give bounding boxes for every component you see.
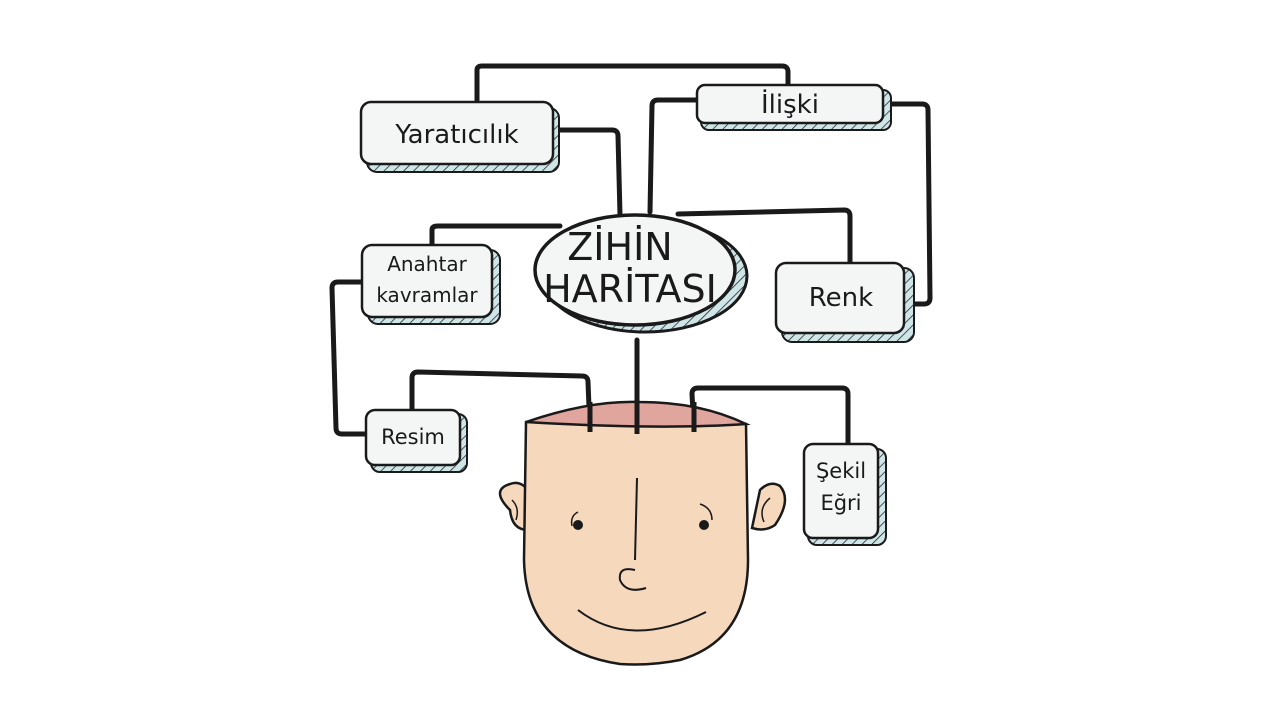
node-label: İlişki <box>761 88 819 120</box>
node-label-line2: kavramlar <box>376 283 478 307</box>
center-node: ZİHİN HARİTASI <box>533 213 749 334</box>
node-resim: Resim <box>364 408 468 473</box>
node-label-line2: Eğri <box>820 491 861 515</box>
node-label-line1: Şekil <box>816 459 866 483</box>
node-anahtar-kavramlar: Anahtar kavramlar <box>360 243 501 325</box>
node-renk: Renk <box>774 261 915 343</box>
node-label: Yaratıcılık <box>394 120 518 150</box>
node-label-line1: Anahtar <box>387 252 467 276</box>
node-label: Renk <box>809 283 873 313</box>
head-illustration <box>498 400 787 666</box>
center-title-line1: ZİHİN <box>567 225 672 269</box>
connector-lines <box>329 63 933 447</box>
node-iliski: İlişki <box>695 83 892 131</box>
node-sekil-egri: Şekil Eğri <box>802 442 887 546</box>
node-label: Resim <box>381 425 445 449</box>
node-yaraticilik: Yaratıcılık <box>359 100 560 173</box>
center-title-line2: HARİTASI <box>543 267 717 311</box>
